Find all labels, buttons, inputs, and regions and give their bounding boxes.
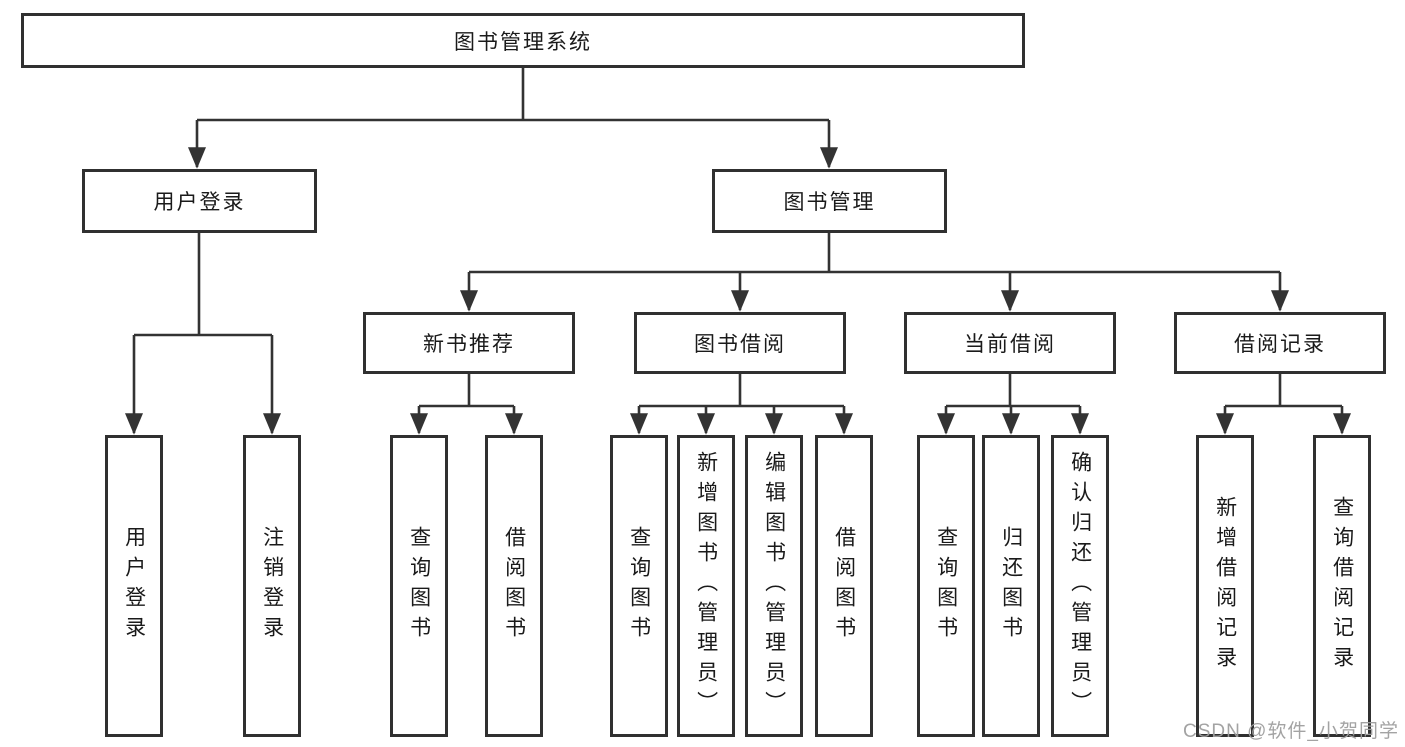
- node-label: 图书管理: [783, 191, 876, 214]
- node-label: 借阅图书: [832, 526, 856, 646]
- node-label: 用户登录: [153, 191, 246, 214]
- node-root: 图书管理系统: [21, 13, 1025, 68]
- node-label: 确认归还（管理员）: [1068, 451, 1092, 721]
- node-label: 归还图书: [999, 526, 1023, 646]
- connector-book-borrowing-children: [630, 374, 853, 435]
- leaf-query-borrow-record: 查询借阅记录: [1313, 435, 1371, 737]
- leaf-return-book: 归还图书: [982, 435, 1040, 737]
- node-label: 借阅记录: [1234, 333, 1326, 356]
- node-label: 借阅图书: [502, 526, 526, 646]
- node-borrowing-records: 借阅记录: [1174, 312, 1386, 374]
- node-label: 查询图书: [627, 526, 651, 646]
- leaf-query-books-recommend: 查询图书: [390, 435, 448, 737]
- connector-borrowing-records-children: [1216, 374, 1351, 435]
- csdn-watermark: CSDN @软件_小贺同学: [1183, 721, 1399, 742]
- node-user-login: 用户登录: [82, 169, 317, 233]
- node-label: 查询图书: [407, 526, 431, 646]
- connector-current-borrowing-children: [937, 374, 1089, 435]
- node-label: 查询图书: [934, 526, 958, 646]
- connector-book-management-children: [460, 233, 1289, 312]
- leaf-borrow-books-recommend: 借阅图书: [485, 435, 543, 737]
- leaf-user-login: 用户登录: [105, 435, 163, 737]
- node-label: 查询借阅记录: [1330, 496, 1354, 676]
- node-label: 新增图书（管理员）: [694, 451, 718, 721]
- node-label: 新书推荐: [423, 333, 515, 356]
- node-current-borrowing: 当前借阅: [904, 312, 1116, 374]
- connector-new-book-recommendation-children: [410, 374, 523, 435]
- leaf-borrow-books-borrowing: 借阅图书: [815, 435, 873, 737]
- leaf-query-books-current: 查询图书: [917, 435, 975, 737]
- node-book-borrowing: 图书借阅: [634, 312, 846, 374]
- node-label: 编辑图书（管理员）: [762, 451, 786, 721]
- node-label: 新增借阅记录: [1213, 496, 1237, 676]
- leaf-edit-book-admin: 编辑图书（管理员）: [745, 435, 803, 737]
- connector-user-login-children: [125, 233, 281, 435]
- node-label: 用户登录: [122, 526, 146, 646]
- node-book-management: 图书管理: [712, 169, 947, 233]
- node-label: 注销登录: [260, 526, 284, 646]
- node-label: 图书借阅: [694, 333, 786, 356]
- connector-root-to-level2: [188, 68, 838, 169]
- leaf-add-borrow-record: 新增借阅记录: [1196, 435, 1254, 737]
- node-label: 图书管理系统: [454, 30, 592, 54]
- leaf-confirm-return-admin: 确认归还（管理员）: [1051, 435, 1109, 737]
- node-label: 当前借阅: [964, 333, 1056, 356]
- node-new-book-recommendation: 新书推荐: [363, 312, 575, 374]
- leaf-query-books-borrowing: 查询图书: [610, 435, 668, 737]
- leaf-logout: 注销登录: [243, 435, 301, 737]
- leaf-add-book-admin: 新增图书（管理员）: [677, 435, 735, 737]
